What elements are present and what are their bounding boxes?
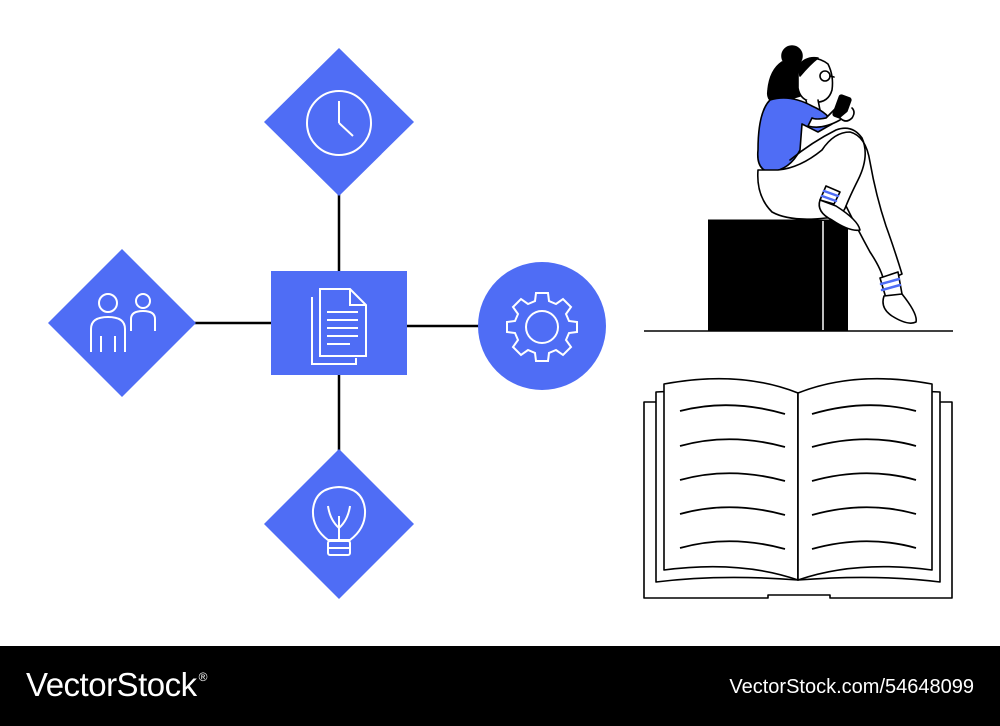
illustration-canvas xyxy=(48,45,953,599)
people-icon xyxy=(90,293,156,352)
open-book xyxy=(643,377,953,599)
connector-lines xyxy=(193,190,480,452)
documents-icon xyxy=(311,288,367,365)
documents-node xyxy=(271,271,407,375)
watermark-brand: VectorStock® xyxy=(26,666,207,704)
clock-node xyxy=(264,48,414,196)
book-text-lines-left xyxy=(679,404,786,550)
people-node xyxy=(48,249,196,397)
lightbulb-node xyxy=(264,449,414,599)
box xyxy=(708,218,848,331)
gear-node xyxy=(478,262,606,390)
book-text-lines-right xyxy=(811,404,917,550)
watermark-brand-text: VectorStock xyxy=(26,666,197,703)
reading-woman xyxy=(756,45,918,324)
gear-icon xyxy=(506,292,578,362)
lightbulb-icon xyxy=(311,485,367,556)
watermark-image-id: VectorStock.com/54648099 xyxy=(729,676,974,698)
registered-mark: ® xyxy=(198,670,208,684)
watermark-bar: VectorStock® VectorStock.com/54648099 xyxy=(0,646,1000,726)
clock-icon xyxy=(306,90,372,156)
